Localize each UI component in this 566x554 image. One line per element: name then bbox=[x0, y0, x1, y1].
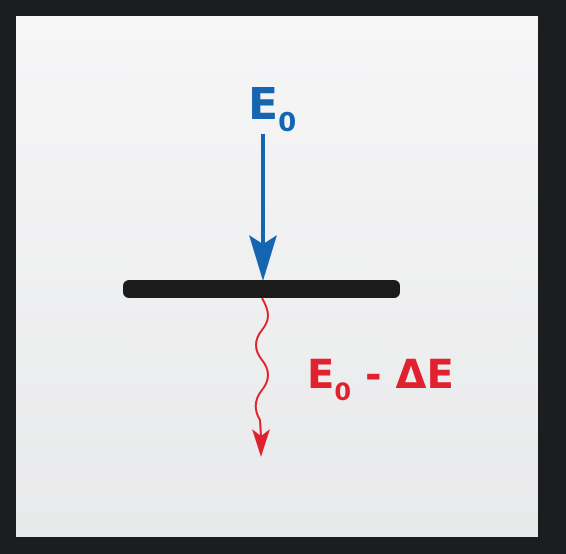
energy-loss-diagram: E0 E0 - ΔE bbox=[123, 79, 454, 457]
sample-plate bbox=[123, 280, 400, 298]
transmitted-energy-label: E0 - ΔE bbox=[307, 352, 454, 406]
transmitted-beam-wave bbox=[254, 297, 269, 437]
incident-energy-label: E0 bbox=[248, 79, 296, 138]
diagram-panel: E0 E0 - ΔE bbox=[16, 16, 538, 537]
incident-arrowhead-icon bbox=[249, 235, 277, 281]
transmitted-arrowhead-icon bbox=[252, 429, 270, 457]
